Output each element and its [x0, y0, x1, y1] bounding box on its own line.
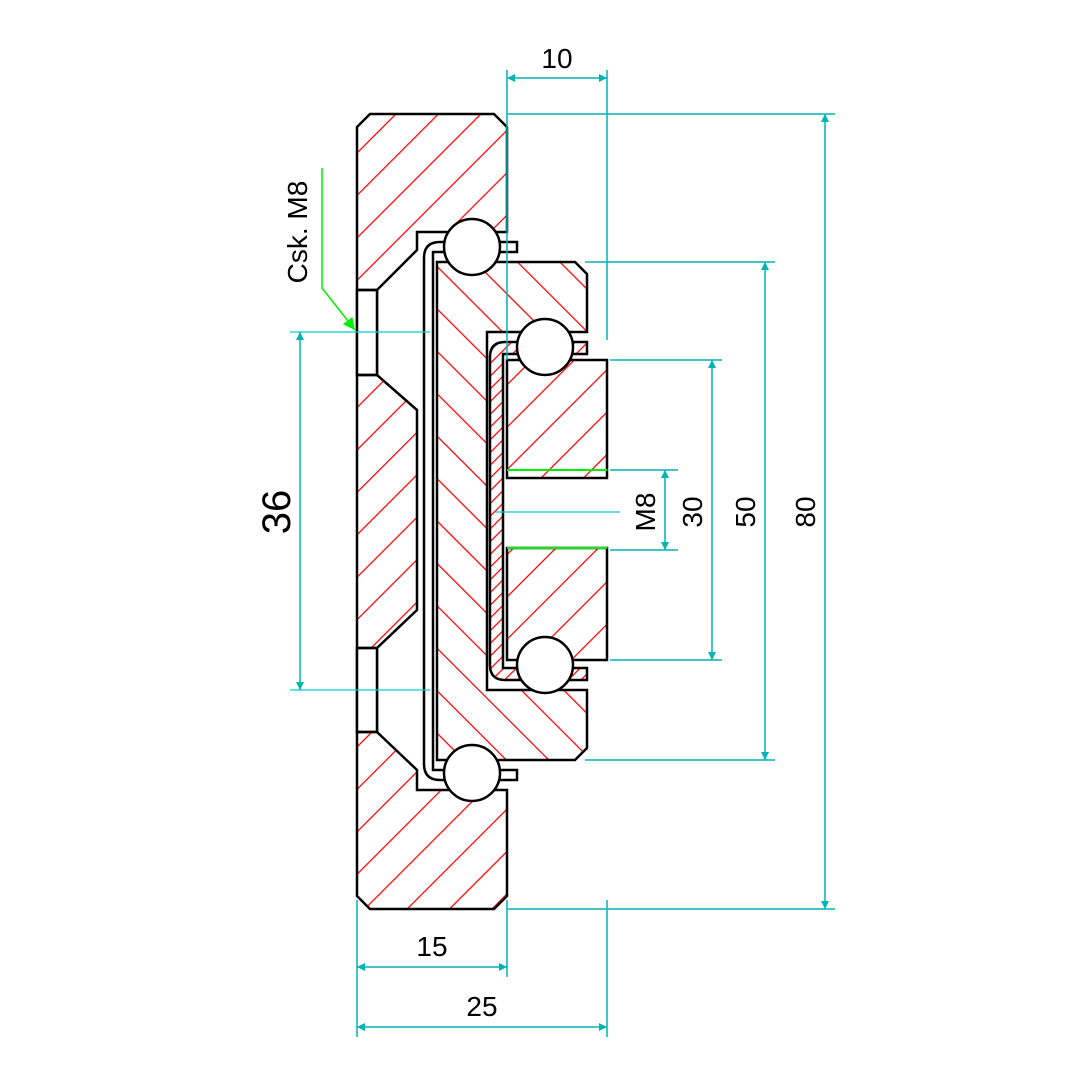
center-lines: [290, 331, 620, 691]
dim-inner-height: 30: [677, 496, 708, 527]
bearing-balls: [442, 217, 575, 803]
dim-thread: M8: [630, 493, 661, 532]
dim-outer-width: 15: [416, 931, 447, 962]
dimension-lines: [296, 70, 835, 1037]
countersink-callout: [321, 168, 356, 331]
ball-cage-sheet: [422, 240, 519, 782]
ball-bottom-outer: [442, 743, 502, 803]
middle-rail: [435, 260, 589, 762]
dim-hole-spacing: 36: [255, 490, 299, 535]
callout-text: Csk. M8: [282, 181, 313, 284]
dim-top-width: 10: [541, 43, 572, 74]
inner-rail: [505, 358, 609, 662]
dim-middle-height: 50: [730, 496, 761, 527]
dim-total-width: 25: [466, 991, 497, 1022]
ball-bottom-inner: [515, 635, 575, 695]
ball-top-inner: [515, 317, 575, 377]
ball-top-outer: [442, 217, 502, 277]
dim-total-height: 80: [790, 496, 821, 527]
